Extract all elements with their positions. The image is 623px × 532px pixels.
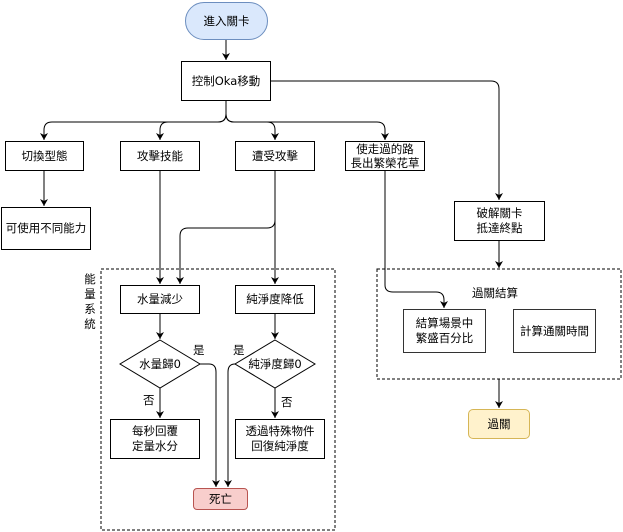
edge-waterzero-death: [200, 363, 220, 487]
purity-decrease-node[interactable]: 純淨度降低: [235, 285, 315, 314]
purity-recover-node[interactable]: 透過特殊物件 回復純淨度: [235, 419, 325, 459]
purity-zero-no-label: 否: [281, 395, 293, 409]
take-attack-node[interactable]: 遭受攻擊: [235, 141, 315, 171]
water-decrease-node[interactable]: 水量減少: [120, 285, 200, 314]
edge-control-clear: [271, 80, 503, 200]
settlement-title: 過關結算: [472, 286, 518, 300]
purity-zero-decision-shape: [234, 339, 316, 389]
purity-zero-decision[interactable]: 純淨度歸0: [248, 357, 302, 371]
use-abilities-node[interactable]: 可使用不同能力: [1, 207, 91, 250]
edge-split-hit: [225, 113, 279, 140]
energy-system-container: [100, 268, 336, 531]
water-zero-no-label: 否: [143, 393, 155, 407]
water-recover-node[interactable]: 每秒回覆 定量水分: [110, 419, 200, 459]
edge-purityzero-death: [224, 363, 236, 487]
water-zero-yes-label: 是: [193, 343, 205, 357]
attack-skill-node[interactable]: 攻擊技能: [120, 141, 200, 171]
control-oka-node[interactable]: 控制Oka移動: [181, 61, 271, 101]
clear-stage-node[interactable]: 破解關卡 抵達終點: [454, 201, 545, 241]
edge-split-grow: [225, 113, 389, 140]
edge-control-split: [40, 101, 227, 140]
switch-form-node[interactable]: 切換型態: [5, 141, 84, 171]
clear-time-node[interactable]: 計算通關時間: [513, 309, 596, 353]
death-node[interactable]: 死亡: [193, 488, 248, 510]
edge-grow-prosperity: [384, 171, 448, 308]
energy-system-title: 能量系統: [84, 272, 96, 331]
water-zero-decision-shape: [119, 339, 201, 389]
prosperity-node[interactable]: 結算場景中 繁盛百分比: [403, 309, 486, 353]
grow-flowers-node[interactable]: 使走過的路 長出繁榮花草: [345, 141, 425, 171]
edge-hit-water: [176, 171, 276, 284]
edge-split-attack: [156, 113, 227, 140]
pass-node[interactable]: 過關: [468, 409, 530, 439]
start-node[interactable]: 進入關卡: [185, 2, 268, 40]
water-zero-decision[interactable]: 水量歸0: [139, 357, 181, 371]
purity-zero-yes-label: 是: [233, 343, 245, 357]
